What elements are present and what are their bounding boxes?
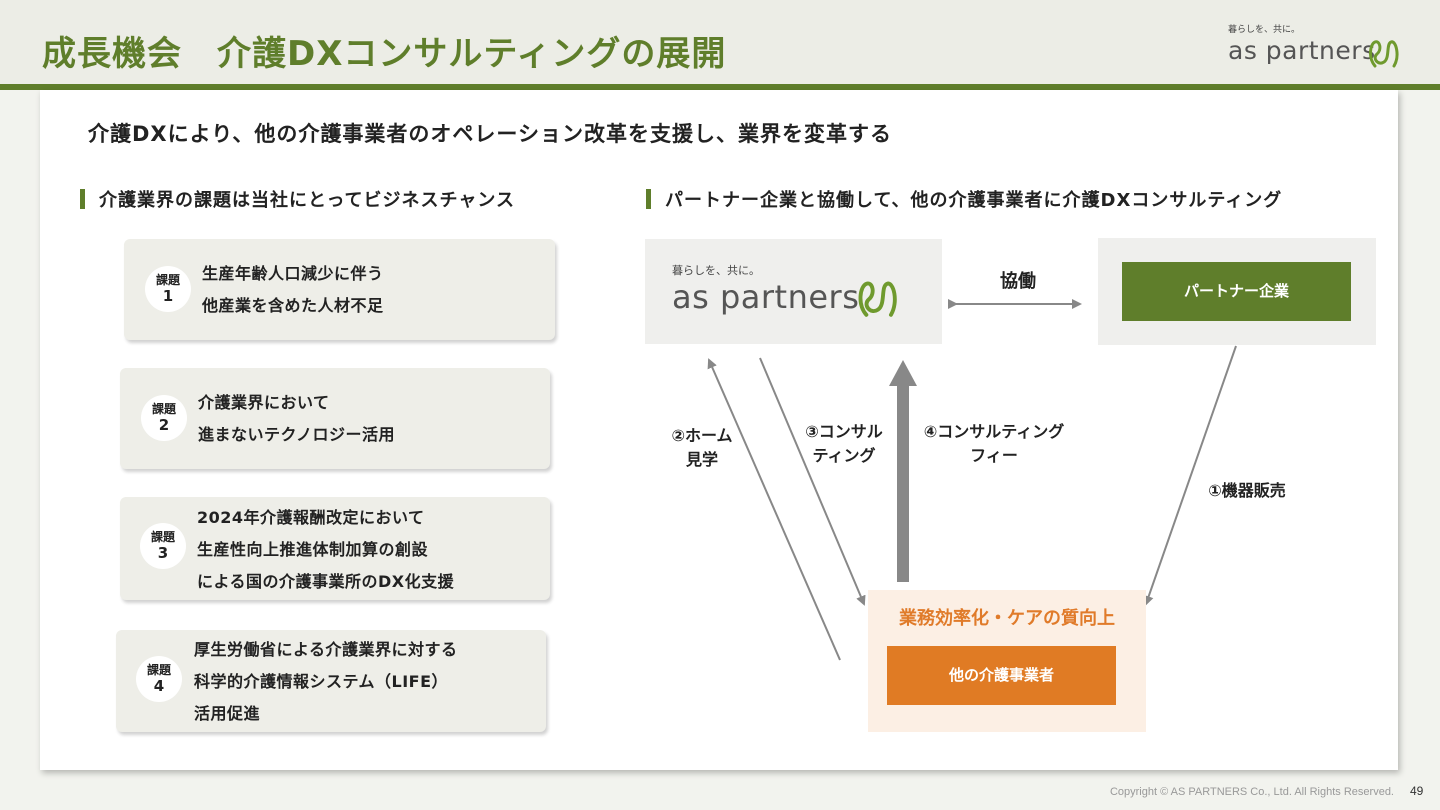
consulting-arrow [759, 357, 866, 606]
collab-label: 協働 [1000, 271, 1036, 292]
company-logo: 暮らしを、共に。 as partners [672, 262, 922, 322]
logo-tagline: 暮らしを、共に。 [672, 264, 760, 277]
flow-label-fee: ④コンサルティング フィー [912, 420, 1076, 468]
logo-mark-icon [1369, 40, 1399, 68]
issue-line: 厚生労働省による介護業界に対する [194, 640, 458, 659]
flow-label-home-visit: ②ホーム 見学 [662, 424, 742, 472]
equipment-arrow [1143, 345, 1237, 606]
header-band [0, 0, 1440, 84]
issue-line: 2024年介護報酬改定において [197, 508, 425, 527]
issue-line: 進まないテクノロジー活用 [198, 425, 396, 444]
page-number: 49 [1410, 784, 1424, 798]
badge-label: 課題 [151, 402, 176, 416]
header-logo: 暮らしを、共に。 as partners [1228, 22, 1408, 72]
flow-label-line: フィー [970, 446, 1018, 465]
left-section-heading: 介護業界の課題は当社にとってビジネスチャンス [80, 186, 515, 212]
flow-label-line: ③コンサル [805, 422, 883, 441]
right-section-heading: パートナー企業と協働して、他の介護事業者に介護DXコンサルティング [646, 186, 1282, 212]
issue-text-4: 厚生労働省による介護業界に対する 科学的介護情報システム（LIFE） 活用促進 [194, 634, 458, 730]
issue-card-3 [120, 497, 550, 600]
logo-mark-icon [858, 281, 897, 317]
logo-wordmark: as partners [672, 278, 860, 316]
badge-number: 4 [153, 677, 165, 695]
flow-label-line: ④コンサルティング [923, 422, 1065, 441]
issue-line: 介護業界において [198, 393, 330, 412]
issue-line: 生産年齢人口減少に伴う [202, 264, 384, 283]
right-section-heading-text: パートナー企業と協働して、他の介護事業者に介護DXコンサルティング [665, 190, 1283, 211]
copyright: Copyright © AS PARTNERS Co., Ltd. All Ri… [1109, 786, 1394, 798]
issue-badge-3: 課題 3 [140, 523, 186, 569]
flow-label-consulting: ③コンサル ティング [796, 420, 892, 468]
fee-arrow-shaft [897, 384, 909, 582]
heading-bar [80, 189, 85, 209]
target-title: 業務効率化・ケアの質向上 [899, 608, 1115, 629]
flow-label-line: ②ホーム [671, 426, 733, 445]
issue-text-1: 生産年齢人口減少に伴う 他産業を含めた人材不足 [202, 258, 384, 322]
partner-company-button: パートナー企業 [1122, 262, 1351, 321]
issue-badge-4: 課題 4 [136, 656, 182, 702]
badge-number: 2 [158, 416, 170, 434]
header-rule [0, 84, 1440, 90]
badge-number: 1 [162, 287, 174, 305]
issue-line: による国の介護事業所のDX化支援 [197, 572, 455, 591]
issue-line: 生産性向上推進体制加算の創設 [197, 540, 429, 559]
badge-label: 課題 [146, 663, 171, 677]
badge-number: 3 [157, 544, 169, 562]
issue-line: 他産業を含めた人材不足 [202, 296, 384, 315]
logo-tagline: 暮らしを、共に。 [1228, 25, 1301, 35]
logo-wordmark: as partners [1228, 36, 1376, 65]
flow-label-line: ティング [812, 446, 876, 465]
issue-text-3: 2024年介護報酬改定において 生産性向上推進体制加算の創設 による国の介護事業… [197, 502, 454, 598]
heading-bar [646, 189, 651, 209]
other-care-providers-button: 他の介護事業者 [887, 646, 1116, 705]
badge-label: 課題 [155, 273, 180, 287]
issue-badge-1: 課題 1 [145, 266, 191, 312]
issue-line: 活用促進 [194, 704, 261, 723]
issue-badge-2: 課題 2 [141, 395, 187, 441]
issue-text-2: 介護業界において 進まないテクノロジー活用 [198, 387, 395, 451]
fee-arrow-head [889, 360, 917, 386]
flow-label-line: ①機器販売 [1208, 481, 1286, 500]
issue-card-4 [116, 630, 546, 732]
headline: 介護DXにより、他の介護事業者のオペレーション改革を支援し、業界を変革する [88, 122, 892, 146]
flow-label-line: 見学 [685, 450, 718, 469]
page-title: 成長機会 介護DXコンサルティングの展開 [42, 34, 727, 74]
badge-label: 課題 [150, 530, 175, 544]
home-visit-arrow [707, 358, 841, 661]
flow-label-equipment: ①機器販売 [1198, 479, 1296, 503]
issue-line: 科学的介護情報システム（LIFE） [194, 672, 449, 691]
issue-card-1 [124, 239, 555, 340]
issue-card-2 [120, 368, 550, 469]
left-section-heading-text: 介護業界の課題は当社にとってビジネスチャンス [99, 190, 516, 211]
